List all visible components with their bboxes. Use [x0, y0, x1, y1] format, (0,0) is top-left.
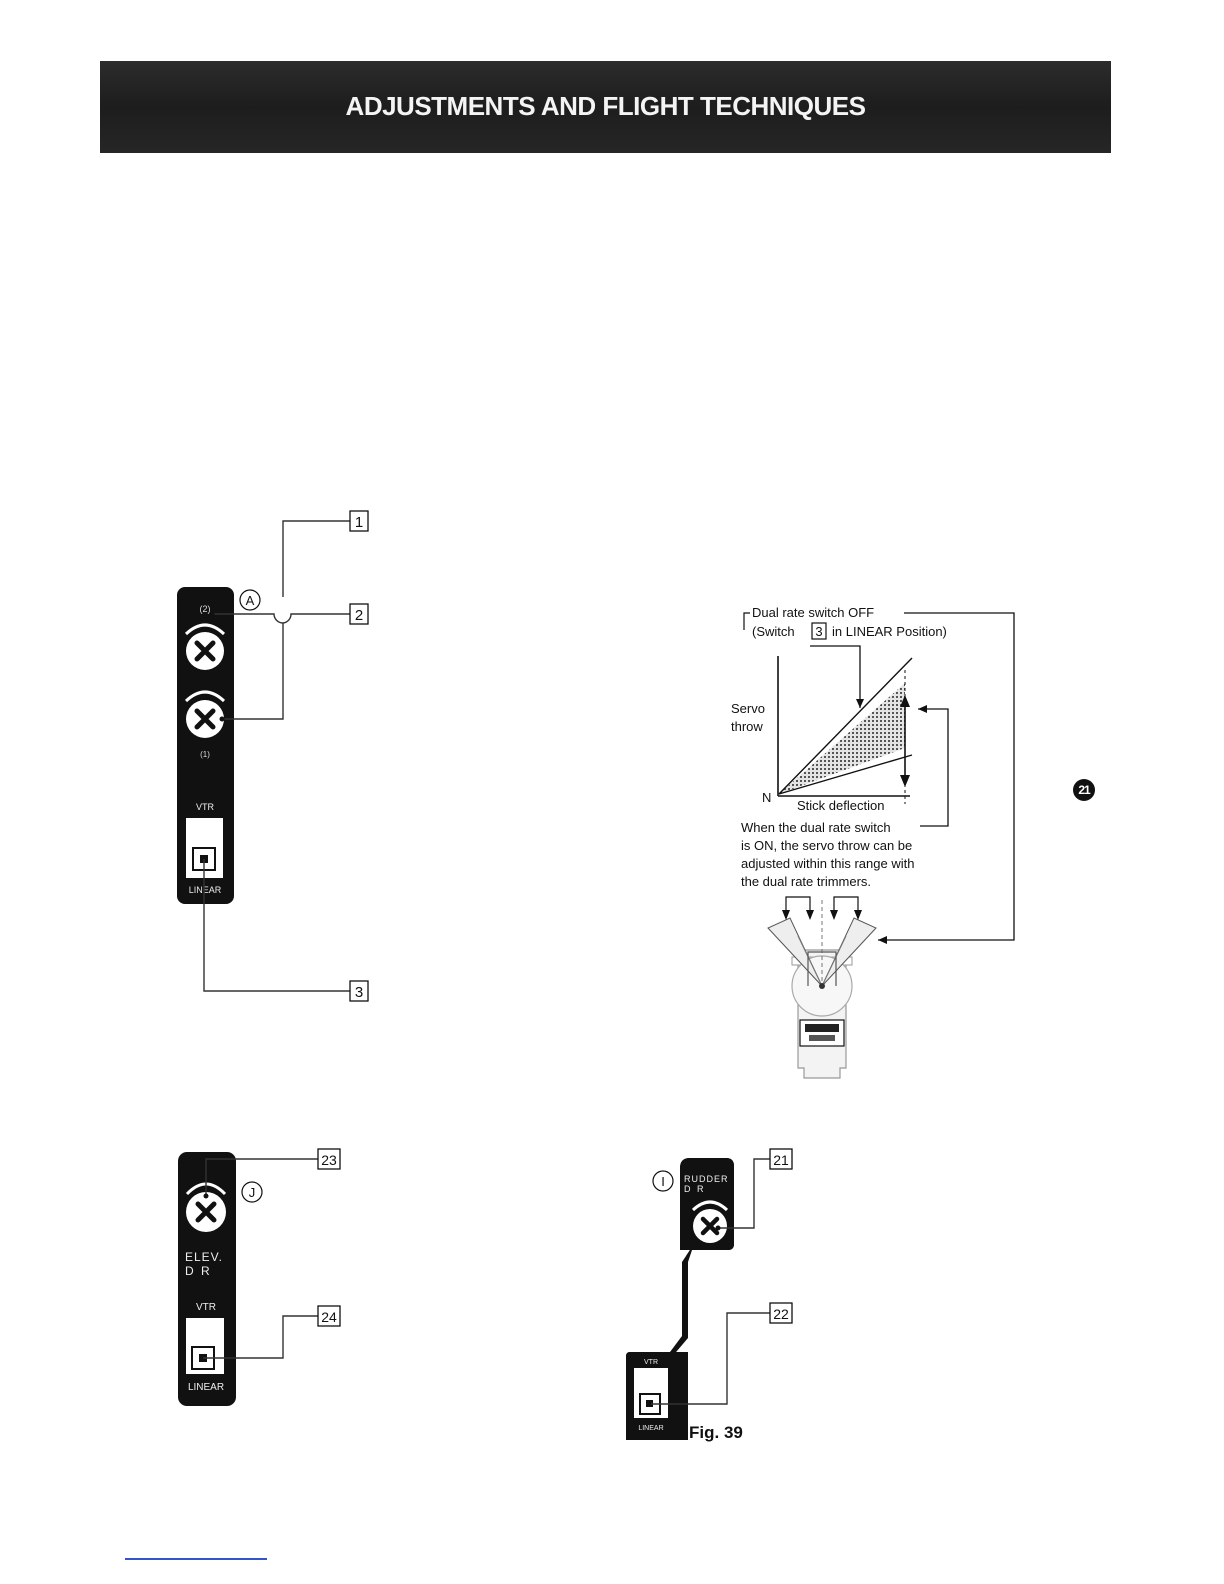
- callout-22: 22: [773, 1306, 789, 1322]
- callout-1-leader-lower: [222, 623, 284, 720]
- callout-box-23: [317, 1148, 341, 1170]
- panel-i-vtr-label: VTR: [644, 1359, 658, 1366]
- rudder-dual-rate-switch[interactable]: [634, 1368, 668, 1418]
- callout-21-leader: [718, 1158, 770, 1229]
- off-label-line1: Dual rate switch OFF: [752, 605, 874, 620]
- panel-i-marker: [652, 1170, 674, 1192]
- header-banner: ADJUSTMENTS AND FLIGHT TECHNIQUES: [100, 61, 1111, 153]
- panel-a-linear-label: LINEAR: [189, 885, 222, 895]
- callout-23-leader: [205, 1158, 318, 1196]
- callout-2: 2: [355, 607, 363, 624]
- dual-rate-trimmer-2-knob[interactable]: [184, 623, 226, 670]
- linear-curve-upper: [778, 657, 913, 795]
- callout-box-1: [349, 510, 369, 532]
- panel-j-linear-label: LINEAR: [188, 1382, 224, 1393]
- panel-a-knob1-label: (1): [200, 750, 210, 759]
- callout-1: 1: [355, 514, 363, 531]
- panel-j: ELEV. D R VTR LINEAR J 23 24: [178, 1148, 341, 1406]
- off-label-post: in LINEAR Position): [832, 624, 947, 639]
- off-switch-box: [811, 622, 827, 640]
- note-line-4: the dual rate trimmers.: [741, 874, 871, 889]
- off-label-box-number: 3: [815, 624, 822, 639]
- panel-j-marker: [241, 1181, 263, 1203]
- off-leader-to-curve: [810, 645, 864, 708]
- adjustable-range-area: [779, 683, 905, 794]
- footer-rule: [125, 1558, 267, 1560]
- dual-rate-graph: Servo throw N Stick deflection Dual rate…: [731, 605, 1015, 1079]
- on-leader-to-range: [918, 705, 949, 827]
- elevator-dual-rate-knob[interactable]: [185, 1182, 227, 1232]
- note-line-3: adjusted within this range with: [741, 856, 914, 871]
- callout-1-leader: [282, 520, 350, 597]
- elevator-dual-rate-switch[interactable]: [186, 1318, 224, 1374]
- figure-caption: Fig. 39: [689, 1423, 743, 1442]
- panel-a-letter: A: [246, 593, 255, 608]
- page-title: ADJUSTMENTS AND FLIGHT TECHNIQUES: [345, 91, 866, 121]
- off-leader-to-servo: [878, 612, 1015, 944]
- linear-curve-lower: [778, 754, 913, 795]
- callout-3-leader: [203, 859, 350, 992]
- callout-box-21: [769, 1148, 793, 1170]
- servo-label-plate: [799, 1019, 845, 1047]
- callout-24-leader: [203, 1315, 318, 1359]
- panel-j-text-2: D R: [185, 1264, 212, 1278]
- callout-3: 3: [355, 984, 363, 1001]
- callout-box-3: [349, 980, 369, 1002]
- panel-j-letter: J: [249, 1185, 256, 1200]
- callout-21: 21: [773, 1152, 789, 1168]
- page-number: 21: [1073, 779, 1095, 801]
- panel-i-linear-label: LINEAR: [638, 1425, 663, 1432]
- note-line-1: When the dual rate switch: [741, 820, 891, 835]
- callout-23: 23: [321, 1152, 337, 1168]
- graph-origin-label: N: [762, 790, 771, 805]
- graph-ylabel-1: Servo: [731, 701, 765, 716]
- off-label-pre: (Switch: [752, 624, 795, 639]
- callout-24: 24: [321, 1309, 337, 1325]
- dual-rate-trimmer-1-knob[interactable]: [184, 690, 226, 738]
- rudder-dual-rate-knob[interactable]: [691, 1200, 729, 1243]
- panel-i-text-2: D R: [684, 1184, 706, 1194]
- panel-j-text-1: ELEV.: [185, 1250, 223, 1264]
- graph-xlabel: Stick deflection: [797, 798, 884, 813]
- panel-a-vtr-label: VTR: [196, 802, 215, 812]
- panel-i-letter: I: [661, 1174, 665, 1189]
- panel-a: (2) (1) VTR LINEAR A 1: [177, 510, 369, 1002]
- callout-box-22: [769, 1302, 793, 1324]
- panel-i: RUDDER D R VTR LINEAR I 21 22: [626, 1148, 793, 1440]
- callout-box-2: [349, 603, 369, 625]
- servo-illustration: [767, 896, 877, 1079]
- note-line-2: is ON, the servo throw can be: [741, 838, 912, 853]
- graph-ylabel-2: throw: [731, 719, 763, 734]
- callout-22-leader: [651, 1312, 770, 1405]
- panel-j-vtr-label: VTR: [196, 1302, 216, 1313]
- panel-i-text-1: RUDDER: [684, 1174, 729, 1184]
- callout-box-24: [317, 1305, 341, 1327]
- panel-a-knob2-label: (2): [200, 604, 211, 614]
- panel-a-marker: [239, 589, 261, 611]
